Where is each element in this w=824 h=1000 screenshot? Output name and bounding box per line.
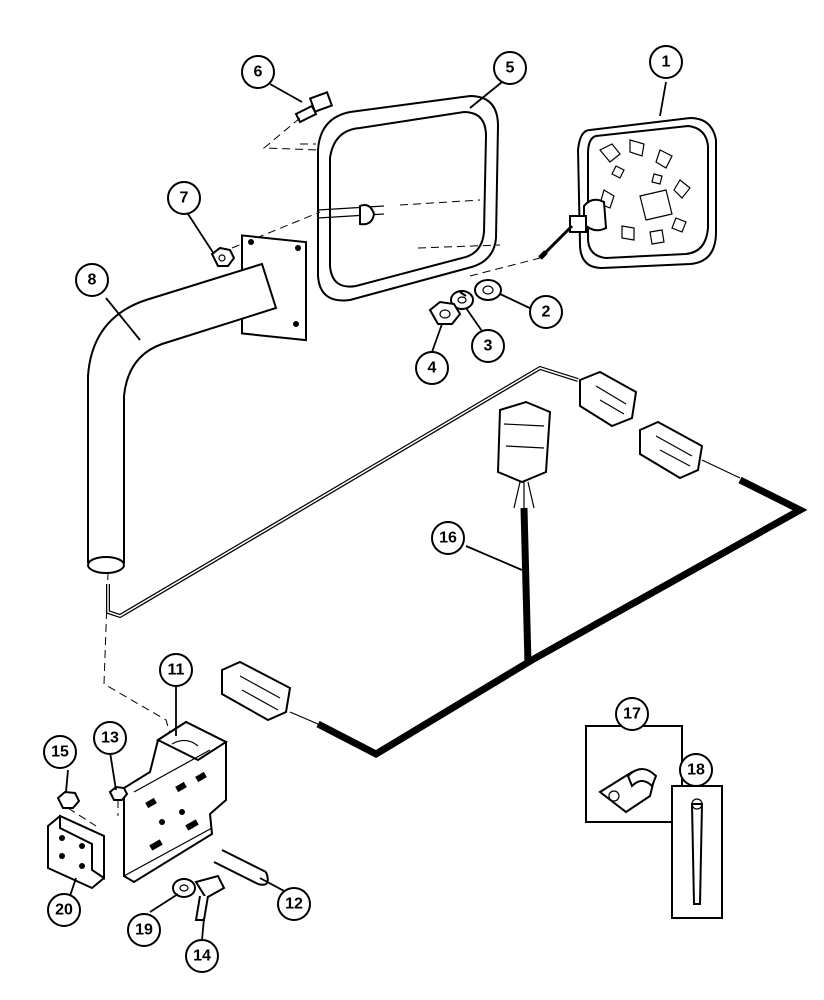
svg-text:8: 8 <box>88 272 97 289</box>
svg-text:3: 3 <box>484 338 493 355</box>
callout-16: 16 <box>431 521 465 555</box>
svg-text:7: 7 <box>180 190 189 207</box>
callout-6: 6 <box>241 55 275 89</box>
flange-nut <box>56 790 97 827</box>
svg-text:19: 19 <box>135 922 153 939</box>
svg-text:2: 2 <box>542 304 551 321</box>
svg-text:15: 15 <box>51 744 69 761</box>
callout-20: 20 <box>47 893 81 927</box>
callout-19: 19 <box>127 913 161 947</box>
bolt <box>194 874 226 921</box>
svg-text:18: 18 <box>687 762 705 779</box>
washer <box>474 279 502 301</box>
callout-4: 4 <box>415 351 449 385</box>
hex-nut <box>428 300 462 325</box>
svg-text:13: 13 <box>101 730 119 747</box>
svg-text:16: 16 <box>439 530 457 547</box>
svg-text:12: 12 <box>285 896 303 913</box>
connector-a <box>579 370 638 428</box>
svg-text:20: 20 <box>55 902 73 919</box>
callout-7: 7 <box>167 181 201 215</box>
callout-3: 3 <box>471 329 505 363</box>
mounting-tube <box>87 234 307 747</box>
bracket <box>123 720 229 884</box>
svg-text:1: 1 <box>662 54 671 71</box>
svg-text:4: 4 <box>428 360 437 377</box>
lamp-assembly <box>538 116 717 270</box>
callout-8: 8 <box>75 263 109 297</box>
wire-harness <box>316 476 808 759</box>
svg-text:5: 5 <box>506 60 515 77</box>
callout-2: 2 <box>529 295 563 329</box>
callout-11: 11 <box>159 653 193 687</box>
clamp-plate <box>47 814 105 890</box>
svg-text:11: 11 <box>168 662 185 679</box>
connector-b <box>639 420 741 480</box>
connector-c <box>221 660 319 725</box>
callout-15: 15 <box>43 735 77 769</box>
leader-lines <box>65 81 697 941</box>
flat-washer <box>172 878 196 898</box>
callout-17: 17 <box>615 697 649 731</box>
cable-tie-inset <box>671 785 723 919</box>
callout-14: 14 <box>185 939 219 973</box>
callout-13: 13 <box>93 721 127 755</box>
lamp-box-housing <box>300 94 541 302</box>
callout-5: 5 <box>493 51 527 85</box>
connector-plug <box>496 400 552 509</box>
svg-text:17: 17 <box>623 706 641 723</box>
svg-text:6: 6 <box>254 64 263 81</box>
callout-1: 1 <box>649 45 683 79</box>
svg-text:14: 14 <box>193 948 211 965</box>
cable-clip-inset <box>585 725 683 823</box>
callout-18: 18 <box>679 753 713 787</box>
thin-wire <box>106 365 579 619</box>
u-bolt <box>213 849 269 886</box>
lock-washer <box>450 290 474 310</box>
callout-12: 12 <box>277 887 311 921</box>
screw <box>262 91 334 151</box>
